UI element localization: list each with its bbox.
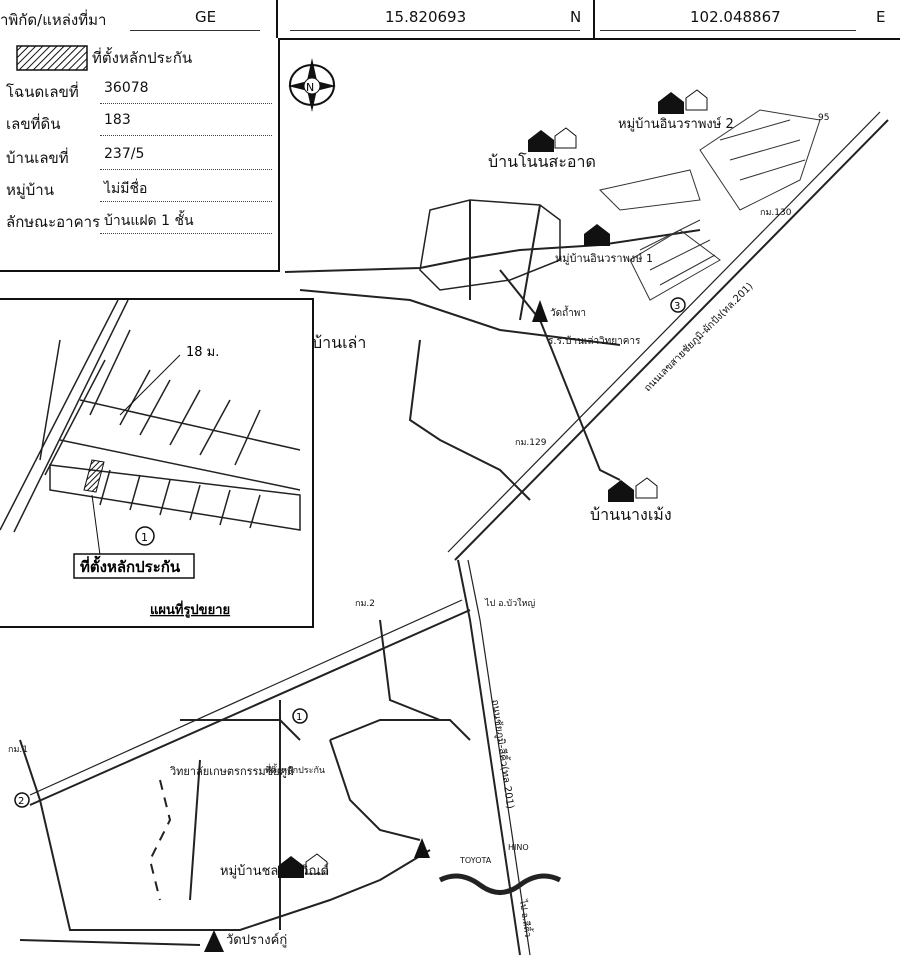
svg-text:3: 3 [674, 301, 680, 312]
collateral-parcel [83, 459, 105, 493]
underline [130, 30, 260, 31]
grid-zone: GE [195, 8, 217, 26]
highway-upper [454, 119, 889, 561]
college-label: วิทยาลัยเกษตรกรรมชัยภูมิ [169, 765, 294, 778]
to-nong-bua-label: ไป อ.บัวใหญ่ [484, 598, 535, 609]
house-icon [278, 92, 684, 878]
divider [593, 0, 595, 38]
km130-label: กม.130 [760, 208, 792, 218]
wat-label: วัดถ้ำพา [550, 305, 586, 319]
highway-south [457, 559, 521, 956]
toyota-label: TOYOTA [459, 856, 492, 865]
north-arrow-icon: N [288, 58, 336, 112]
village-chalaphruet-label: หมู่บ้านชลาพรวิณด์ [220, 863, 329, 879]
road-chaiyaphum-label: ถนนชัยภูมิ-สีคิ้ว(ทล.201) [489, 698, 518, 809]
to-sikhio-label: ไป อ.สีคิ้ว [517, 898, 535, 938]
collateral-legend-label: ที่ตั้งหลักประกัน [92, 49, 193, 67]
north-label: N [306, 81, 314, 94]
building-type-label: ลักษณะอาคาร [6, 213, 101, 231]
km95-label: 95 [818, 113, 829, 123]
coordinate-header: าพิกัด/แหล่งที่มา GE 15.820693 N 102.048… [0, 0, 900, 40]
latitude-value: 15.820693 [385, 8, 467, 26]
property-legend: ที่ตั้งหลักประกัน โฉนดเลขที่ 36078 เลขที… [0, 38, 280, 272]
deed-no-value: 36078 [104, 80, 149, 96]
school-label: ร.ร.บ้านเล่าวิทยาคาร [548, 335, 641, 347]
inset-collateral-label: ที่ตั้งหลักประกัน [80, 555, 181, 576]
road-west [29, 609, 471, 806]
ban-lao-label: บ้านเล่า [312, 333, 366, 352]
house-icon [305, 89, 708, 875]
svg-text:1: 1 [141, 531, 148, 544]
inset-caption: แผนที่รูปขยาย [150, 600, 230, 618]
divider [276, 0, 278, 38]
village-value: ไม่มีชื่อ [104, 181, 148, 197]
village-inthawarapong1-label: หมู่บ้านอินวราพงษ์ 1 [555, 252, 653, 265]
temple-icon [204, 300, 548, 952]
longitude-dir: E [876, 8, 886, 26]
marker-1: 1 [292, 708, 308, 724]
village-label: หมู่บ้าน [6, 181, 54, 199]
marker-3: 3 [670, 297, 686, 313]
land-no-label: เลขที่ดิน [6, 115, 61, 133]
inset-marker [135, 526, 155, 546]
house-no-label: บ้านเลขที่ [6, 149, 69, 167]
inset-width-label: 18 ม. [186, 345, 219, 360]
building-type-value: บ้านแฝด 1 ชั้น [104, 213, 194, 229]
longitude-value: 102.048867 [690, 8, 781, 26]
ban-nang-moeng-label: บ้านนางเม้ง [590, 505, 672, 524]
inset-map: 18 ม. 1 ที่ตั้งหลักประกัน แผนที่รูปขยาย [0, 298, 314, 628]
km1-label: กม.1 [8, 745, 28, 755]
hino-label: HINO [508, 843, 529, 852]
km2-label: กม.2 [355, 599, 375, 609]
village-inthawarapong2-label: หมู่บ้านอินวราพงษ์ 2 [618, 116, 734, 132]
latitude-dir: N [570, 8, 582, 26]
underline [600, 30, 856, 31]
deed-no-label: โฉนดเลขที่ [6, 83, 79, 101]
wat-prang-ku-label: วัดปรางค์กู่ [226, 932, 287, 948]
collateral-small-label: ที่ตั้งหลักประกัน [265, 763, 325, 776]
marker-2: 2 [14, 792, 30, 808]
subdivision-blocks [599, 109, 821, 301]
svg-text:2: 2 [18, 796, 24, 807]
house-no-value: 237/5 [104, 146, 145, 162]
location-label: าพิกัด/แหล่งที่มา [0, 11, 107, 29]
underline [290, 30, 580, 31]
svg-text:1: 1 [296, 712, 302, 723]
land-no-value: 183 [104, 112, 131, 128]
km129-label: กม.129 [515, 438, 547, 448]
hatch-swatch [16, 45, 88, 71]
ban-non-saat-label: บ้านโนนสะอาด [488, 152, 596, 171]
